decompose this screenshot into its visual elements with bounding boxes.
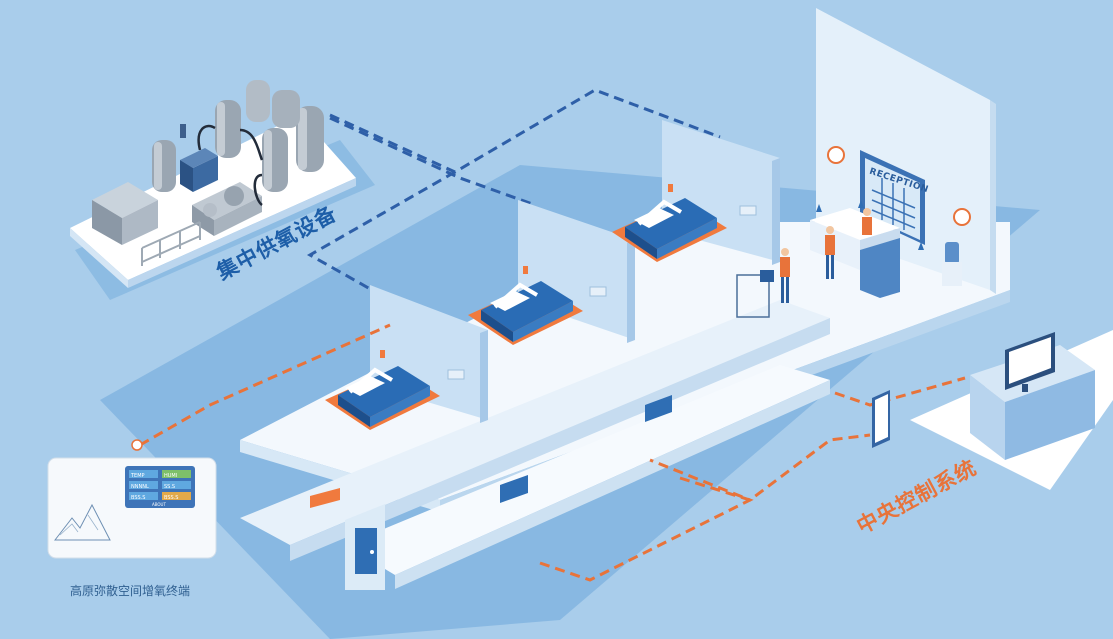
staff-figures	[736, 208, 872, 318]
screen-cell	[129, 481, 158, 489]
screen-cell-text: SS.S	[164, 484, 175, 490]
screen-cell-text: TEMP	[130, 473, 145, 479]
screen-cell-text: HUMI	[164, 473, 177, 479]
screen-footer-text: ABOUT	[152, 502, 166, 507]
oxygen-supply-lines	[306, 88, 721, 292]
hotel-floor	[240, 222, 1010, 500]
screen-cell-text: NNNNL	[131, 484, 149, 490]
oxygen-equipment	[70, 80, 356, 288]
screen-cell	[129, 492, 158, 500]
control-system-lines	[139, 323, 966, 582]
screen-cell-text: BSS.S	[131, 495, 145, 501]
lower-corridor	[240, 300, 830, 590]
monitor-station	[910, 330, 1113, 490]
tablet-device	[872, 390, 890, 448]
bed-room-1	[325, 350, 440, 430]
screen-cell-text: BSS.S	[164, 495, 178, 501]
screen-cell	[162, 492, 191, 500]
screen-cell	[129, 470, 158, 478]
screen-cell	[162, 481, 191, 489]
screen-cell	[162, 470, 191, 478]
terminal-connector	[131, 439, 143, 451]
oxygen-terminal-device: TEMP HUMI NNNNL SS.S BSS.S BSS.S ABOUT	[47, 457, 217, 559]
bed-room-3	[612, 184, 727, 262]
terminal-caption: 高原弥散空间增氧终端	[70, 584, 191, 598]
mountain-logo	[53, 503, 111, 541]
bed-room-2	[468, 266, 583, 345]
